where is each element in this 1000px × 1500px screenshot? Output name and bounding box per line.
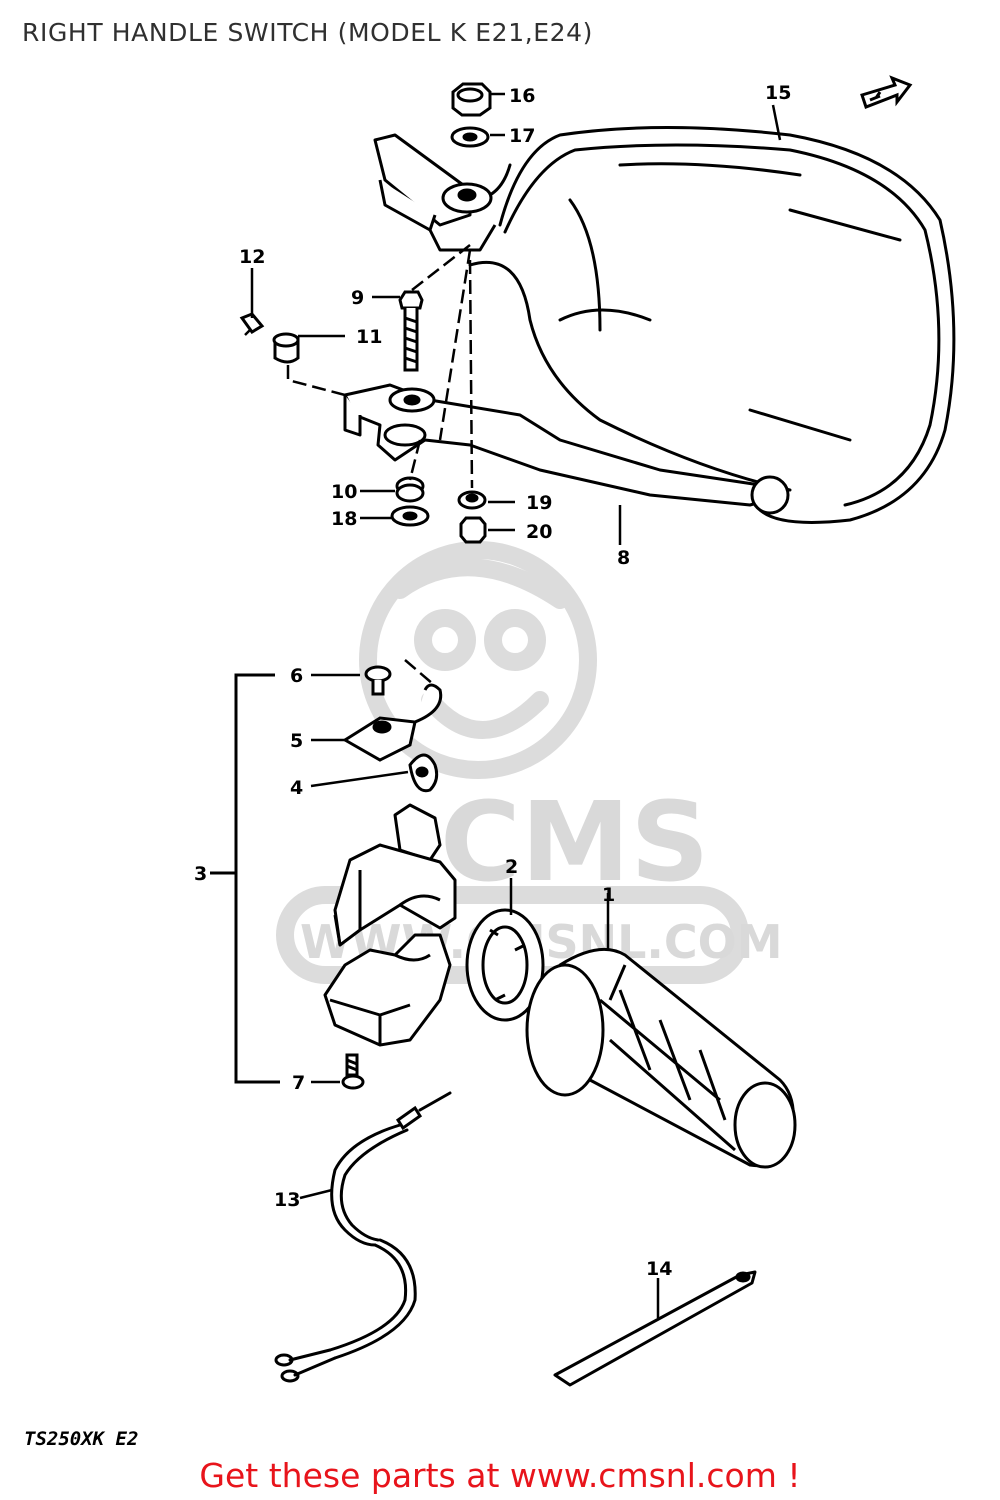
bushing-11 <box>272 332 300 364</box>
callout-1: 1 <box>602 884 615 906</box>
washer-17 <box>450 126 490 148</box>
callout-12: 12 <box>239 246 265 268</box>
footer-cta-link[interactable]: Get these parts at www.cmsnl.com ! <box>199 1456 801 1495</box>
lever-8 <box>343 383 790 515</box>
bracket-3 <box>210 673 280 1084</box>
clamp-5 <box>342 683 443 762</box>
switch-cable-13 <box>274 1091 452 1383</box>
nut-16 <box>451 82 492 117</box>
callout-4: 4 <box>290 777 303 799</box>
mount-bracket <box>373 133 497 252</box>
pin-12 <box>239 312 265 334</box>
callout-11: 11 <box>356 326 382 348</box>
callout-7: 7 <box>292 1072 305 1094</box>
switch-housing-upper <box>333 803 457 947</box>
hand-guard <box>468 126 956 524</box>
switch-housing-lower <box>323 933 452 1047</box>
callout-8: 8 <box>617 547 630 569</box>
callout-3: 3 <box>194 863 207 885</box>
callout-18: 18 <box>331 508 357 530</box>
callout-14: 14 <box>646 1258 672 1280</box>
ring-2 <box>465 908 545 1022</box>
nut-19 <box>457 490 487 510</box>
callout-6: 6 <box>290 665 303 687</box>
pivot-washer <box>388 387 436 413</box>
callout-17: 17 <box>509 125 535 147</box>
page-title: RIGHT HANDLE SWITCH (MODEL K E21,E24) <box>22 18 594 47</box>
model-code: TS250XK E2 <box>24 1428 139 1450</box>
callout-10: 10 <box>331 481 357 503</box>
throttle-grip-1 <box>525 947 797 1169</box>
screw-7 <box>341 1053 365 1090</box>
nut-10 <box>395 476 425 503</box>
assembly-lines <box>244 244 474 691</box>
callout-13: 13 <box>274 1189 300 1211</box>
screw-6 <box>364 665 392 696</box>
nut-20 <box>459 516 487 544</box>
callout-9: 9 <box>351 287 364 309</box>
cable-strap-14 <box>553 1270 757 1387</box>
callout-5: 5 <box>290 730 303 752</box>
callout-15: 15 <box>765 82 791 104</box>
callout-20: 20 <box>526 521 552 543</box>
callout-16: 16 <box>509 85 535 107</box>
leader-lines <box>250 92 782 1318</box>
callout-19: 19 <box>526 492 552 514</box>
direction-arrow-icon <box>860 75 913 109</box>
washer-18 <box>390 505 430 527</box>
watermark-logo: CMS <box>440 778 709 906</box>
callout-2: 2 <box>505 856 518 878</box>
bolt-9 <box>398 290 424 372</box>
piece-4 <box>408 753 439 793</box>
